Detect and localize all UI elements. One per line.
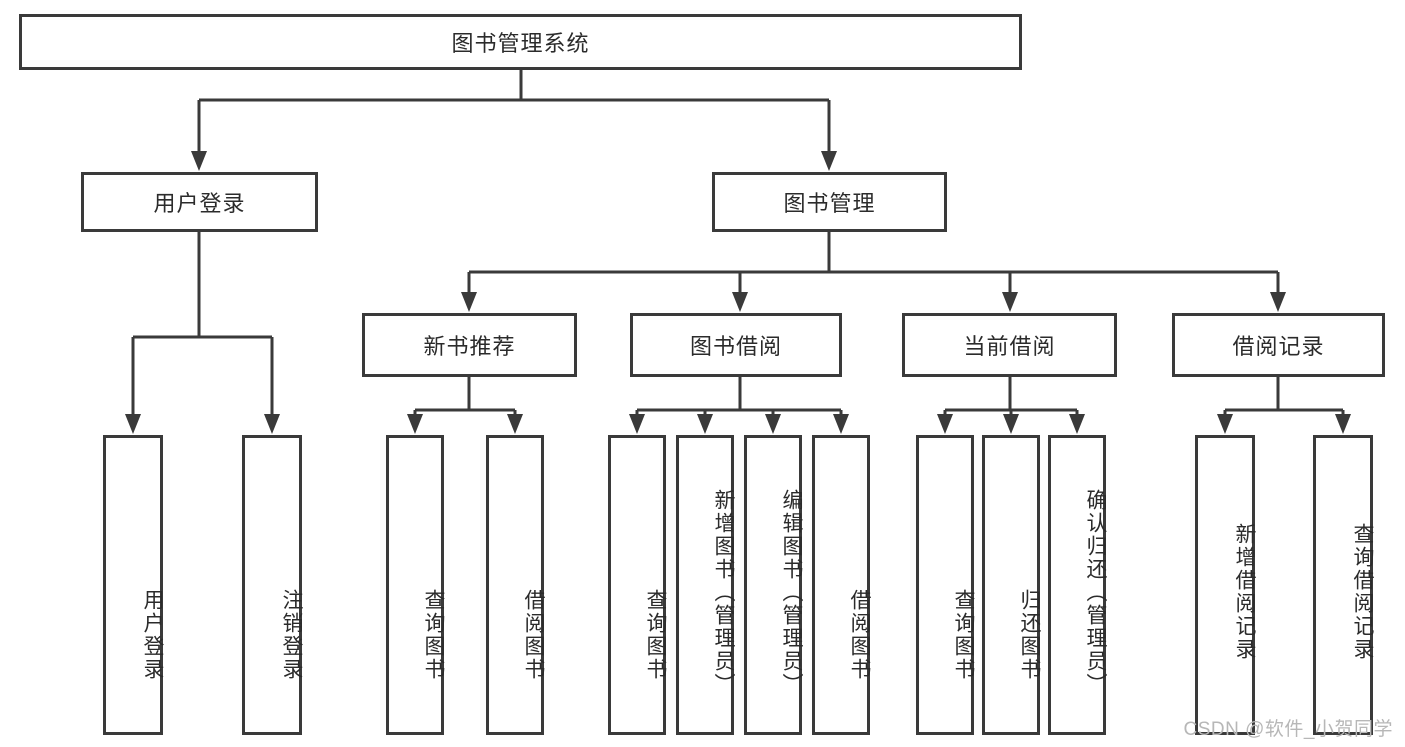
node-box-leaf-user-login[interactable]	[103, 435, 163, 735]
arrow-head-icon	[1217, 414, 1233, 434]
node-box-user-login[interactable]	[81, 172, 318, 232]
node-box-leaf-query-book-3[interactable]	[916, 435, 974, 735]
arrow-head-icon	[937, 414, 953, 434]
arrow-head-icon	[1270, 292, 1286, 312]
arrow-head-icon	[264, 414, 280, 434]
node-box-leaf-return-book[interactable]	[982, 435, 1040, 735]
arrow-head-icon	[765, 414, 781, 434]
arrow-head-icon	[191, 151, 207, 171]
arrow-head-icon	[697, 414, 713, 434]
node-boxes-layer	[19, 14, 1385, 735]
node-box-leaf-edit-book[interactable]	[744, 435, 802, 735]
node-box-leaf-query-record[interactable]	[1313, 435, 1373, 735]
node-box-leaf-confirm-return[interactable]	[1048, 435, 1106, 735]
arrow-head-icon	[1003, 414, 1019, 434]
arrow-head-icon	[1069, 414, 1085, 434]
watermark-text: CSDN @软件_小贺同学	[1183, 719, 1393, 740]
node-box-leaf-query-book-1[interactable]	[386, 435, 444, 735]
arrow-head-icon	[1335, 414, 1351, 434]
arrow-head-icon	[407, 414, 423, 434]
edge-group-root	[191, 70, 837, 171]
edge-group-new-book-rec	[407, 377, 523, 434]
arrow-head-icon	[507, 414, 523, 434]
arrow-head-icon	[821, 151, 837, 171]
node-box-book-borrow[interactable]	[630, 313, 842, 377]
node-box-leaf-add-record[interactable]	[1195, 435, 1255, 735]
edge-group-borrow-record	[1217, 377, 1351, 434]
edge-group-current-borrow	[937, 377, 1085, 434]
node-box-borrow-record[interactable]	[1172, 313, 1385, 377]
arrow-head-icon	[1002, 292, 1018, 312]
node-box-new-book-rec[interactable]	[362, 313, 577, 377]
node-box-leaf-query-book-2[interactable]	[608, 435, 666, 735]
node-box-current-borrow[interactable]	[902, 313, 1117, 377]
edge-group-user-login	[125, 232, 280, 434]
edge-group-book-borrow	[629, 377, 849, 434]
node-box-leaf-logout[interactable]	[242, 435, 302, 735]
node-box-leaf-borrow-book-1[interactable]	[486, 435, 544, 735]
arrow-head-icon	[461, 292, 477, 312]
arrow-head-icon	[125, 414, 141, 434]
node-box-book-manage[interactable]	[712, 172, 947, 232]
node-box-leaf-borrow-book-2[interactable]	[812, 435, 870, 735]
connectors-layer	[125, 70, 1351, 434]
arrow-head-icon	[629, 414, 645, 434]
node-box-root[interactable]	[19, 14, 1022, 70]
node-box-leaf-add-book[interactable]	[676, 435, 734, 735]
arrow-head-icon	[732, 292, 748, 312]
edge-group-book-manage	[461, 232, 1286, 312]
arrow-head-icon	[833, 414, 849, 434]
